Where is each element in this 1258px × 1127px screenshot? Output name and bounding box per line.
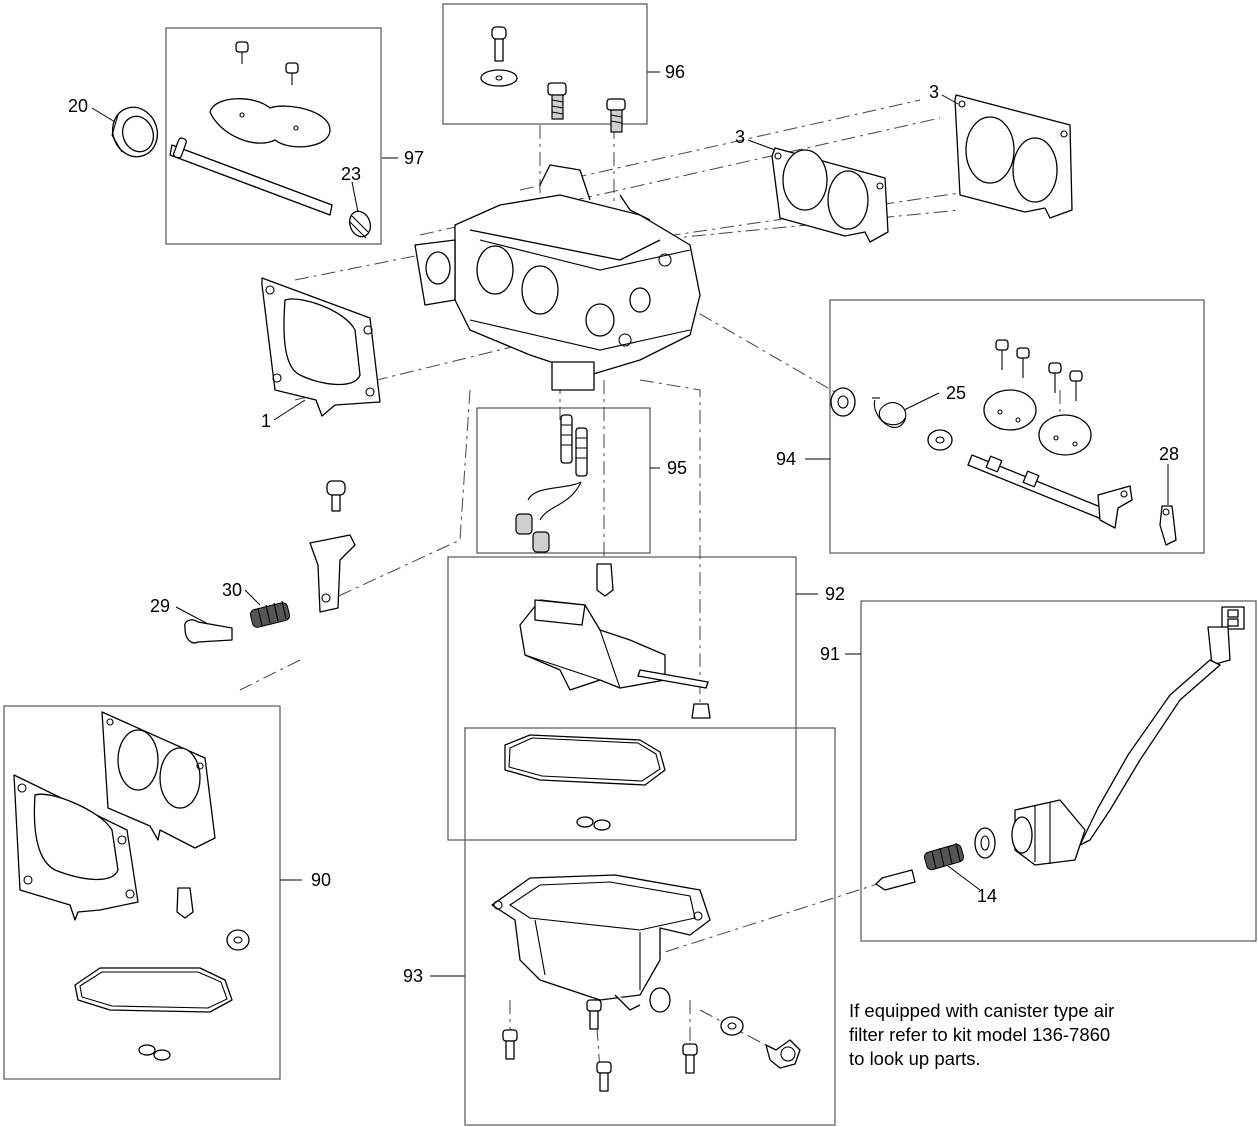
callout-25: 25 <box>946 383 966 403</box>
callout-1: 1 <box>261 411 271 431</box>
callout-96: 96 <box>665 62 685 82</box>
callout-95: 95 <box>667 458 687 478</box>
callout-29: 29 <box>150 596 170 616</box>
note-line-2: filter refer to kit model 136-7860 <box>849 1024 1110 1045</box>
kit-box-93 <box>464 727 836 1126</box>
callout-30: 30 <box>222 580 242 600</box>
part-95-tube-kit <box>515 414 588 553</box>
note-line-1: If equipped with canister type air <box>849 1000 1114 1021</box>
kit-box-94 <box>829 299 1205 554</box>
part-93-bowl-kit <box>491 874 801 1092</box>
kit-boxes <box>3 3 1257 1126</box>
bowl-screws <box>502 999 698 1092</box>
callout-93: 93 <box>403 966 423 986</box>
part-96-jet-kit <box>480 26 626 133</box>
callout-97: 97 <box>404 148 424 168</box>
callout-90: 90 <box>311 870 331 890</box>
callout-91: 91 <box>820 644 840 664</box>
kit-reference-note: If equipped with canister type air filte… <box>849 1000 1114 1069</box>
callout-3a: 3 <box>735 127 745 147</box>
part-92-float-kit <box>504 563 711 831</box>
callout-14: 14 <box>977 886 997 906</box>
callout-23: 23 <box>341 164 361 184</box>
callout-92: 92 <box>825 584 845 604</box>
part-94-throttle-kit <box>830 339 1177 546</box>
part-97-choke-kit <box>169 41 372 239</box>
note-line-3: to look up parts. <box>849 1048 981 1069</box>
part-20-cap <box>111 106 159 158</box>
carburetor-body <box>414 164 701 391</box>
kit-box-96 <box>442 3 648 125</box>
kit-box-95 <box>476 407 651 554</box>
callout-20: 20 <box>68 96 88 116</box>
callout-3b: 3 <box>929 82 939 102</box>
leader-lines <box>91 71 1169 977</box>
callout-labels: 20 23 97 96 3 3 1 25 94 28 95 29 30 92 9… <box>68 62 1179 986</box>
kit-box-97 <box>165 27 382 245</box>
callout-94: 94 <box>776 449 796 469</box>
kit-box-91 <box>860 600 1257 942</box>
part-91-solenoid <box>875 606 1245 891</box>
kit-box-92 <box>447 556 797 841</box>
part-1-gasket <box>261 277 381 417</box>
part-29-30-linkage <box>184 480 356 644</box>
part-90-gasket-kit <box>13 711 250 1061</box>
callout-28: 28 <box>1159 444 1179 464</box>
kit-box-90 <box>3 705 281 1080</box>
part-3-gaskets <box>771 94 1073 243</box>
